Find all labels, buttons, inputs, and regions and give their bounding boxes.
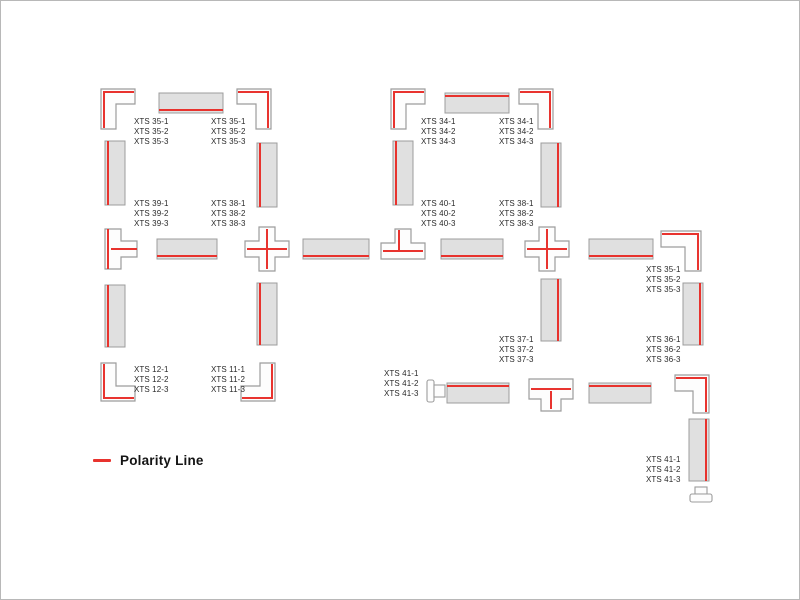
- polarity-legend: Polarity Line: [93, 453, 204, 468]
- v-track: [392, 140, 414, 206]
- polarity-line: [238, 91, 269, 128]
- h-track: [588, 382, 652, 404]
- v-track: [104, 284, 126, 348]
- end-cap-connector: [689, 493, 713, 503]
- v-track: [256, 282, 278, 346]
- corner-tr-connector: [660, 230, 702, 272]
- polarity-line: [520, 91, 551, 128]
- v-track: [104, 140, 126, 206]
- corner-tl-connector: [100, 88, 136, 130]
- h-track: [156, 238, 218, 260]
- corner-tr-connector: [518, 88, 554, 130]
- v-track: [688, 418, 710, 482]
- polarity-line: [393, 91, 424, 128]
- polarity-line-label: Polarity Line: [120, 453, 204, 468]
- h-track: [588, 238, 654, 260]
- h-track: [446, 382, 510, 404]
- polarity-line: [676, 377, 707, 412]
- corner-tr-connector: [674, 374, 710, 414]
- v-track: [682, 282, 704, 346]
- v-track: [256, 142, 278, 208]
- corner-br-connector: [240, 362, 276, 402]
- v-track: [540, 142, 562, 208]
- end-cap-connector: [426, 379, 435, 403]
- polarity-line: [662, 233, 699, 270]
- corner-tl-connector: [390, 88, 426, 130]
- end-cap-neck: [694, 486, 708, 495]
- corner-tr-connector: [236, 88, 272, 130]
- polarity-line: [103, 364, 134, 399]
- h-track: [440, 238, 504, 260]
- h-track: [302, 238, 370, 260]
- end-cap-neck: [433, 384, 446, 398]
- corner-bl-connector: [100, 362, 136, 402]
- polarity-line-swatch: [93, 459, 111, 462]
- polarity-line: [242, 364, 273, 399]
- h-track: [158, 92, 224, 114]
- v-track: [540, 278, 562, 342]
- h-track: [444, 92, 510, 114]
- t-up-connector: [380, 228, 426, 260]
- polarity-line: [103, 91, 134, 128]
